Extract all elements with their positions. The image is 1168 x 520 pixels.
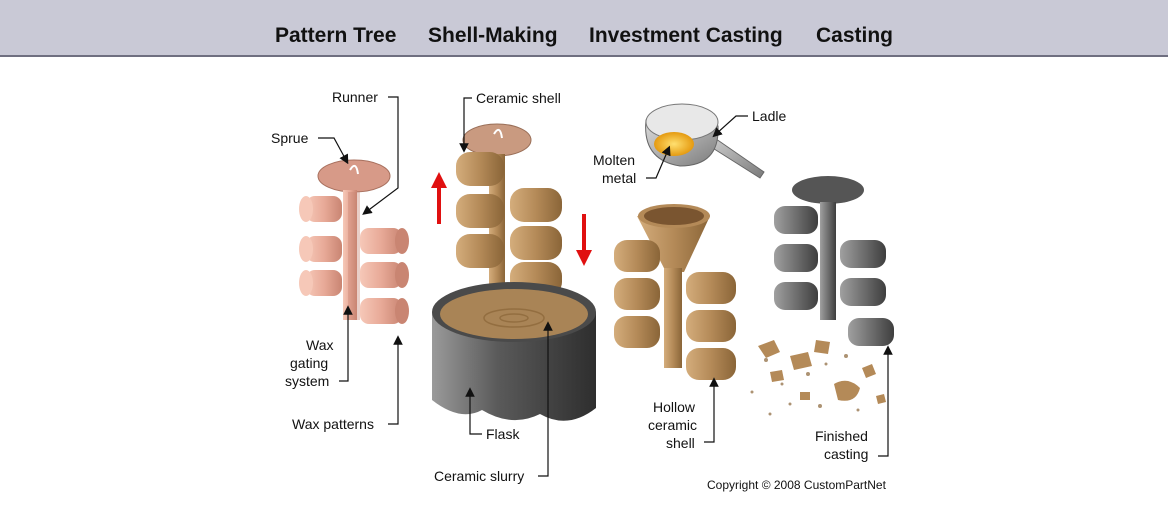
label-molten-1: Molten (593, 152, 635, 168)
dip-motion-arrows (431, 172, 592, 266)
ceramic-shell-tree (456, 123, 562, 296)
stage-casting: Casting (816, 24, 894, 47)
wax-pattern-tree (299, 159, 409, 324)
label-ceramic-slurry: Ceramic slurry (434, 468, 524, 484)
header-bar: Pattern Tree Shell-Making Investment Cas… (0, 0, 1168, 57)
label-ladle: Ladle (752, 108, 786, 124)
copyright-notice: Copyright © 2008 CustomPartNet (707, 478, 887, 492)
text-labels: Runner Sprue Wax gating system Wax patte… (271, 89, 887, 492)
label-hollow-1: Hollow (653, 399, 696, 415)
label-wax-patterns: Wax patterns (292, 416, 374, 432)
label-molten-2: metal (602, 170, 636, 186)
label-sprue: Sprue (271, 130, 309, 146)
label-finished-2: casting (824, 446, 868, 462)
hollow-ceramic-shell (614, 204, 736, 380)
stage-pattern-tree: Pattern Tree (275, 24, 397, 47)
label-finished-1: Finished (815, 428, 868, 444)
label-flask: Flask (486, 426, 520, 442)
finished-casting (750, 176, 894, 416)
label-wax-gating-2: gating (290, 355, 328, 371)
leader-lines (318, 96, 893, 477)
flask (432, 282, 596, 421)
label-wax-gating-3: system (285, 373, 329, 389)
label-ceramic-shell: Ceramic shell (476, 90, 561, 106)
label-runner: Runner (332, 89, 378, 105)
label-hollow-3: shell (666, 435, 695, 451)
ladle (645, 103, 765, 179)
stage-investment-casting: Investment Casting (589, 24, 783, 47)
label-hollow-2: ceramic (648, 417, 697, 433)
stage-shell-making: Shell-Making (428, 24, 558, 47)
label-wax-gating-1: Wax (306, 337, 333, 353)
